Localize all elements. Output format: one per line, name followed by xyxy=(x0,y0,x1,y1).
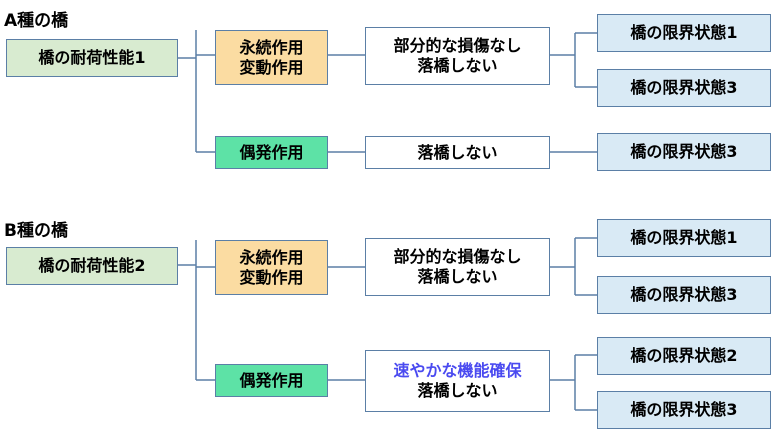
condition-line: 部分的な損傷なし xyxy=(393,36,522,55)
action-box: 偶発作用 xyxy=(215,364,328,397)
limit-state-box: 橋の限界状態1 xyxy=(597,14,771,52)
performance-label: 橋の耐荷性能2 xyxy=(38,256,146,275)
limit-state-label: 橋の限界状態3 xyxy=(630,78,738,97)
action-line: 変動作用 xyxy=(239,57,304,77)
action-line: 永続作用 xyxy=(239,37,304,57)
performance-box: 橋の耐荷性能1 xyxy=(6,39,178,77)
limit-state-box: 橋の限界状態2 xyxy=(597,337,771,375)
limit-state-label: 橋の限界状態1 xyxy=(630,23,738,42)
performance-box: 橋の耐荷性能2 xyxy=(6,247,178,285)
action-box: 偶発作用 xyxy=(215,136,328,169)
condition-line: 落橋しない xyxy=(417,381,498,400)
limit-state-label: 橋の限界状態3 xyxy=(630,142,738,161)
action-line: 偶発作用 xyxy=(239,142,304,162)
limit-state-box: 橋の限界状態3 xyxy=(597,276,771,314)
action-box: 永続作用 変動作用 xyxy=(215,30,328,85)
condition-line: 落橋しない xyxy=(417,56,498,75)
action-box: 永続作用 変動作用 xyxy=(215,240,328,295)
condition-box: 速やかな機能確保 落橋しない xyxy=(365,350,550,412)
condition-box: 落橋しない xyxy=(365,136,550,169)
limit-state-box: 橋の限界状態3 xyxy=(597,69,771,107)
condition-line-highlight: 速やかな機能確保 xyxy=(393,361,522,380)
action-line: 変動作用 xyxy=(239,267,304,287)
limit-state-label: 橋の限界状態3 xyxy=(630,285,738,304)
condition-box: 部分的な損傷なし 落橋しない xyxy=(365,27,550,85)
action-line: 永続作用 xyxy=(239,247,304,267)
diagram-title: A種の橋 xyxy=(4,11,69,31)
action-line: 偶発作用 xyxy=(239,370,304,390)
limit-state-label: 橋の限界状態2 xyxy=(630,346,738,365)
condition-box: 部分的な損傷なし 落橋しない xyxy=(365,238,550,296)
condition-line: 部分的な損傷なし xyxy=(393,247,522,266)
condition-line: 落橋しない xyxy=(417,267,498,286)
limit-state-box: 橋の限界状態1 xyxy=(597,219,771,257)
limit-state-box: 橋の限界状態3 xyxy=(597,391,771,429)
limit-state-box: 橋の限界状態3 xyxy=(597,133,771,171)
limit-state-label: 橋の限界状態1 xyxy=(630,228,738,247)
condition-line: 落橋しない xyxy=(417,142,498,162)
diagram-title: B種の橋 xyxy=(4,221,68,241)
limit-state-label: 橋の限界状態3 xyxy=(630,400,738,419)
performance-label: 橋の耐荷性能1 xyxy=(38,48,146,67)
